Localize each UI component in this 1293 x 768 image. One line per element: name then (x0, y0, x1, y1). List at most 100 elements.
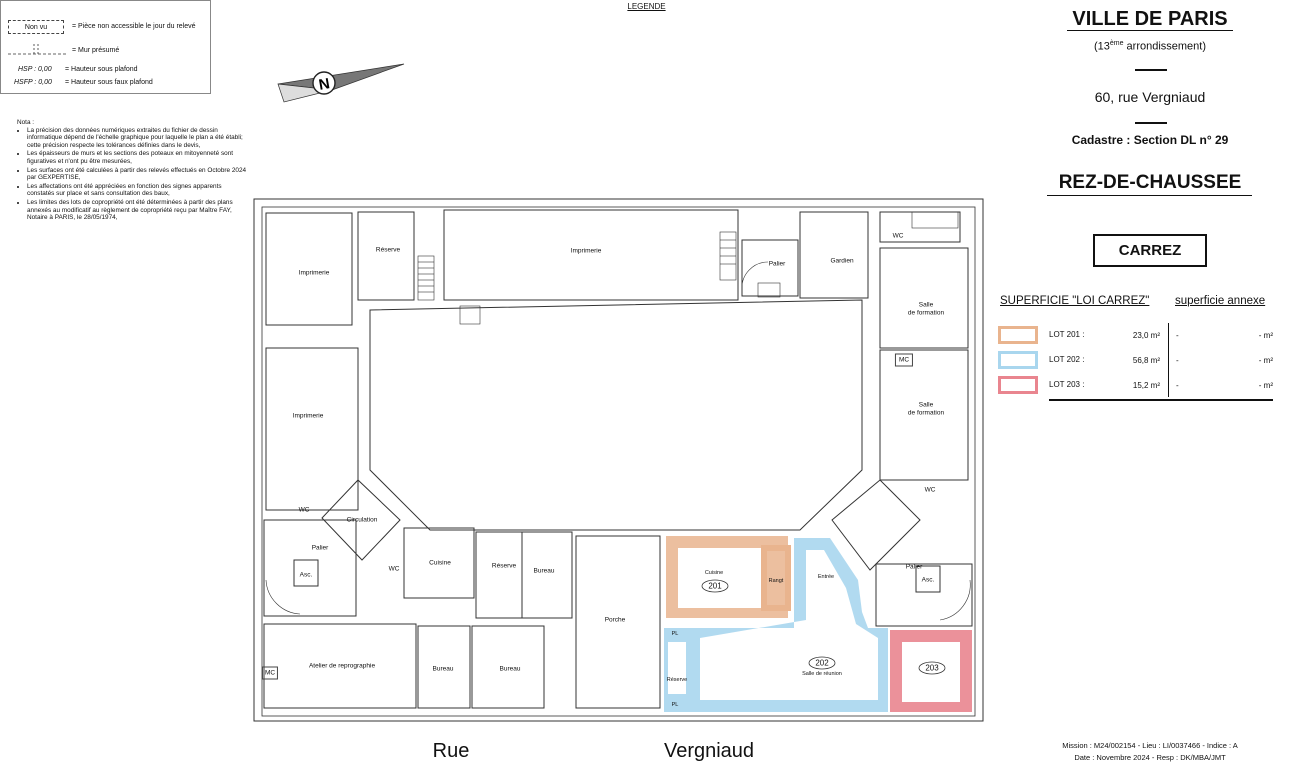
note-item: La précision des données numériques extr… (27, 127, 249, 150)
room-rangt: Rangt (768, 578, 784, 584)
elevator-1-outline (293, 559, 319, 587)
cadastre: Cadastre : Section DL n° 29 (1071, 133, 1229, 147)
room-imprimerie-3: Imprimerie (292, 412, 324, 420)
room-circulation: Circulation (346, 516, 378, 524)
lot-203-area: 15,2 m² (1132, 381, 1160, 390)
hsp-code: HSP : 0,00 (18, 66, 52, 73)
building-outline (253, 198, 984, 722)
lot-201-annex-unit: - m² (1258, 331, 1273, 340)
city-underline (1067, 30, 1233, 31)
room-mc-1: MC (894, 353, 914, 367)
room-porche: Porche (604, 616, 626, 624)
room-atelier-outline (263, 623, 417, 709)
separator (1135, 69, 1167, 71)
mission-line-2: Date : Novembre 2024 - Resp : DK/MBA/JMT (1074, 753, 1226, 762)
street-name-right: Vergniaud (663, 740, 755, 762)
room-wc-1: WC (892, 232, 904, 240)
room-asc-1: Asc. (299, 571, 313, 579)
room-reserve-1-outline (357, 211, 415, 301)
north-arrow-icon: N (277, 63, 405, 103)
room-bureau-3-outline (471, 625, 545, 709)
room-imprimerie-3-outline (265, 347, 359, 511)
lot-203-annex: - (1176, 381, 1179, 390)
street-name-left: Rue (432, 740, 470, 762)
note-item: Les limites des lots de copropriété ont … (27, 199, 249, 222)
room-reserve-1: Réserve (375, 246, 401, 254)
measurement-mode-box: CARREZ (1093, 234, 1207, 267)
room-asc-2: Asc. (921, 576, 935, 584)
lot-202-swatch (998, 351, 1038, 369)
room-palier-2: Palier (311, 544, 329, 552)
room-imprimerie-1-outline (265, 212, 353, 326)
note-item: Les affectations ont été appréciées en f… (27, 183, 249, 198)
separator (1135, 122, 1167, 124)
room-reserve-3: Réserve (666, 677, 688, 683)
lot-202-outline (664, 538, 888, 712)
room-mc-2: MC (261, 666, 279, 680)
non-vu-description: = Pièce non accessible le jour du relevé (72, 23, 196, 30)
lot-203-outline (890, 630, 972, 712)
table-bottom-rule (1049, 399, 1273, 401)
lot-203-name: LOT 203 : (1049, 380, 1085, 389)
lot-201-annex: - (1176, 331, 1179, 340)
hsfp-code: HSFP : 0,00 (14, 79, 52, 86)
room-salle-formation-2-outline (879, 349, 969, 481)
room-imprimerie-2-outline (443, 209, 739, 301)
hsfp-description: = Hauteur sous faux plafond (65, 79, 153, 86)
room-wc-2: WC (924, 486, 936, 494)
lot-203-annex-unit: - m² (1258, 381, 1273, 390)
lot-201-tag: 201 (708, 581, 722, 591)
notes-title: Nota : (17, 119, 35, 126)
room-reserve-2: Réserve (491, 562, 517, 570)
lot-201-name: LOT 201 : (1049, 330, 1085, 339)
presumed-wall-description: = Mur présumé (72, 47, 120, 54)
presumed-wall-symbol (8, 44, 66, 55)
lot-202-area: 56,8 m² (1132, 356, 1160, 365)
room-atelier-reprographie: Atelier de reprographie (308, 662, 376, 670)
lot-202-annex: - (1176, 356, 1179, 365)
lot-201-swatch (998, 326, 1038, 344)
legend-title: LEGENDE (627, 2, 666, 11)
surface-header-annex: superficie annexe (1175, 295, 1266, 307)
room-porche-outline (575, 535, 661, 709)
lot-201-outline (666, 536, 791, 618)
room-bureau-3: Bureau (499, 665, 521, 673)
room-bureau-1: Bureau (533, 567, 555, 575)
lot-202-tag-outline (808, 656, 836, 670)
room-wc-3: WC (298, 506, 310, 514)
lot-202-name: LOT 202 : (1049, 355, 1085, 364)
room-salle-reunion: Salle de réunion (802, 671, 842, 677)
surface-header-main: SUPERFICIE "LOI CARREZ" (1000, 295, 1150, 307)
room-gardien: Gardien (830, 257, 854, 265)
room-salle-formation-1-outline (879, 247, 969, 349)
room-pl-2: PL (671, 702, 679, 708)
arrondissement: (13ème arrondissement) (1093, 40, 1207, 53)
lot-203-swatch (998, 376, 1038, 394)
room-gardien-outline (799, 211, 869, 299)
room-salle-formation-1-line2: de formation (907, 309, 945, 317)
note-item: Les surfaces ont été calculées à partir … (27, 167, 249, 182)
elevator-2-outline (915, 565, 941, 593)
room-circulation-outline (321, 479, 401, 561)
room-bureau-1-outline (521, 531, 573, 619)
lot-201-tag-outline (701, 579, 729, 593)
legend-box: LEGENDE Non vu = Pièce non accessible le… (0, 0, 666, 94)
courtyard-outline (369, 299, 863, 531)
room-cuisine-2: Cuisine (704, 570, 724, 576)
room-salle-formation-2-line1: Salle (918, 401, 934, 409)
lot-201-area: 23,0 m² (1132, 331, 1160, 340)
lot-203-tag-outline (918, 661, 946, 675)
hsp-description: = Hauteur sous plafond (65, 66, 138, 73)
city-title: VILLE DE PARIS (1072, 8, 1228, 30)
mission-info: Mission : M24/002154 - Lieu : LI/0037466… (1040, 740, 1260, 764)
level-underline (1047, 195, 1252, 196)
address: 60, rue Vergniaud (1094, 89, 1206, 105)
lot-202-tag: 202 (815, 658, 829, 668)
lot-203-tag: 203 (925, 663, 939, 673)
room-bureau-2: Bureau (432, 665, 454, 673)
room-imprimerie-2: Imprimerie (570, 247, 602, 255)
room-palier-1: Palier (768, 260, 786, 268)
room-entree: Entrée (817, 574, 835, 580)
room-salle-formation-2-line2: de formation (907, 409, 945, 417)
